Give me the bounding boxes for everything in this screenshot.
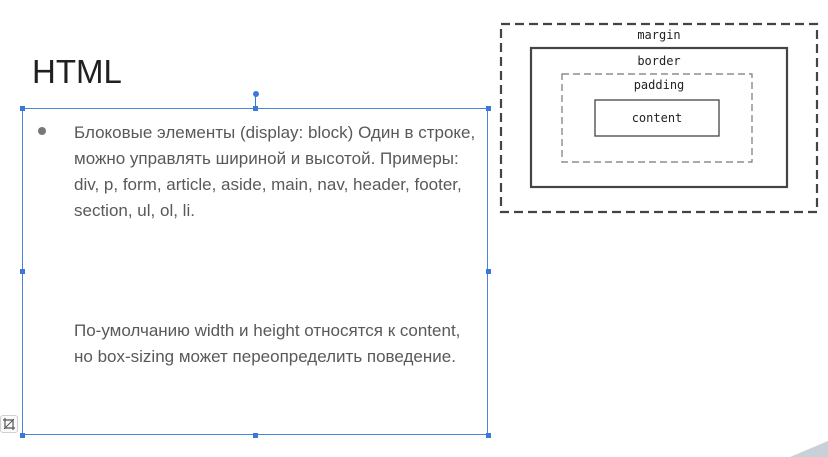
- resize-handle-top-right[interactable]: [486, 106, 491, 111]
- slide-title: HTML: [32, 53, 122, 90]
- rotation-stem: [255, 94, 256, 108]
- content-label: content: [632, 111, 683, 125]
- crop-icon[interactable]: [0, 415, 18, 433]
- resize-handle-right[interactable]: [486, 269, 491, 274]
- padding-label: padding: [634, 78, 685, 92]
- bullet-icon: [38, 127, 46, 135]
- paragraph-box-sizing[interactable]: По-умолчанию width и height относятся к …: [74, 321, 461, 366]
- resize-handle-top[interactable]: [253, 106, 258, 111]
- margin-label: margin: [637, 28, 680, 42]
- border-box: [529, 46, 789, 189]
- box-model-diagram: margin border padding content: [499, 22, 819, 214]
- padding-box: [561, 73, 753, 163]
- resize-handle-bottom[interactable]: [253, 433, 258, 438]
- content-box: [594, 99, 720, 137]
- resize-handle-bottom-left[interactable]: [20, 433, 25, 438]
- corner-decoration: [790, 441, 828, 457]
- rotate-handle[interactable]: [253, 91, 259, 97]
- margin-box: [499, 22, 819, 214]
- border-label: border: [637, 54, 680, 68]
- paragraph-block-elements[interactable]: Блоковые элементы (display: block) Один …: [74, 123, 476, 220]
- resize-handle-left[interactable]: [20, 269, 25, 274]
- resize-handle-bottom-right[interactable]: [486, 433, 491, 438]
- resize-handle-top-left[interactable]: [20, 106, 25, 111]
